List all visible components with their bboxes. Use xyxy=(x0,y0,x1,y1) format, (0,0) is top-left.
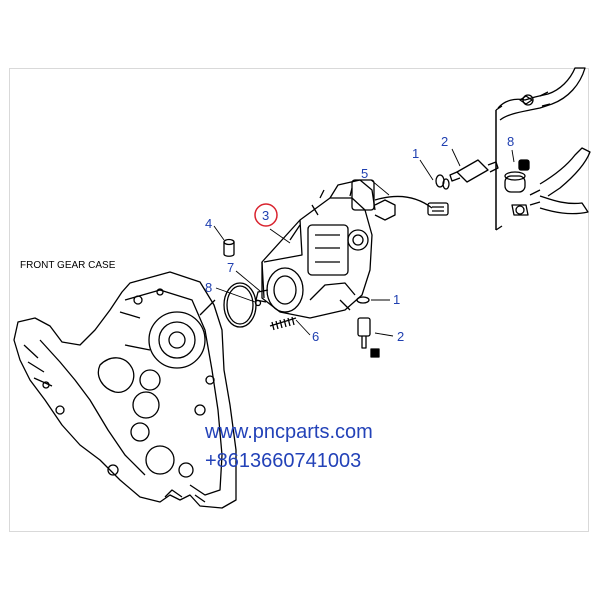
sensor-cable xyxy=(374,195,433,209)
front-gear-case xyxy=(13,271,237,509)
fuel-pump-assembly xyxy=(255,179,396,319)
callout-1-top: 1 xyxy=(412,146,419,161)
callout-1-mid: 1 xyxy=(393,292,400,307)
callout-4: 4 xyxy=(205,216,212,231)
part-6-spring xyxy=(269,316,297,331)
callout-7: 7 xyxy=(227,260,234,275)
highlight-circle xyxy=(254,203,278,227)
part-7-seal xyxy=(254,299,262,307)
diagram-frame xyxy=(9,68,589,532)
callout-8-right: 8 xyxy=(507,134,514,149)
diagram-title: FRONT GEAR CASE xyxy=(20,260,116,271)
fuel-lines xyxy=(495,67,591,231)
cable-connector xyxy=(427,202,449,216)
callout-3: 3 xyxy=(262,208,269,223)
callout-2-top: 2 xyxy=(441,134,448,149)
part-1-washer xyxy=(356,296,370,304)
callout-2-mid: 2 xyxy=(397,329,404,344)
part-2-sensor xyxy=(357,317,380,358)
part-2-pressure-sensor xyxy=(449,159,499,183)
callout-8-left: 8 xyxy=(205,280,212,295)
callout-5: 5 xyxy=(361,166,368,181)
part-4-sleeve xyxy=(223,238,235,257)
leader-lines xyxy=(213,148,515,337)
o-ring xyxy=(223,282,257,328)
watermark-url: www.pncparts.com xyxy=(205,421,373,443)
callout-6: 6 xyxy=(312,329,319,344)
watermark-phone: +8613660741003 xyxy=(205,450,362,472)
part-1-oring xyxy=(435,174,450,190)
